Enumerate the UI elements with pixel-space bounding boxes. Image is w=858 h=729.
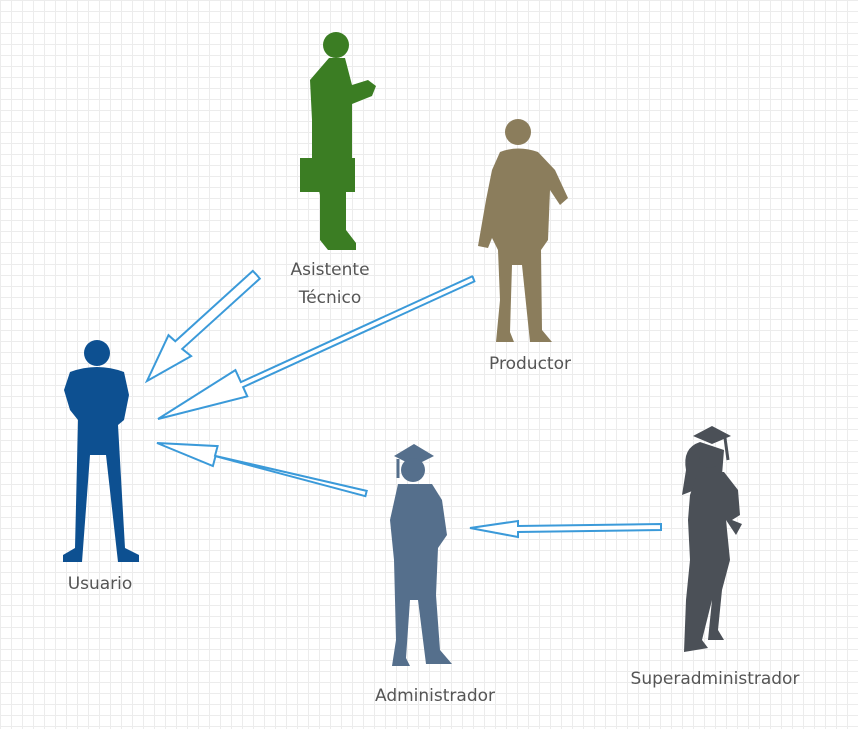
productor-figure[interactable] <box>478 119 568 342</box>
asistente-label-line1: Asistente <box>290 260 370 280</box>
arrow-administrador-to-usuario[interactable] <box>156 442 368 498</box>
arrow-superadministrador-to-administrador[interactable] <box>469 519 662 539</box>
administrador-label: Administrador <box>374 686 495 706</box>
usuario-label: Usuario <box>67 574 133 594</box>
superadministrador-figure[interactable] <box>682 426 742 652</box>
usuario-figure[interactable] <box>63 340 139 562</box>
generalization-arrows <box>144 269 662 539</box>
arrow-asistente-to-usuario[interactable] <box>144 269 262 384</box>
administrador-figure[interactable] <box>390 444 452 666</box>
superadministrador-label: Superadministrador <box>630 669 800 689</box>
asistente-tecnico-figure[interactable] <box>300 32 376 250</box>
asistente-tecnico-label: Asistente Técnico <box>250 256 410 312</box>
asistente-label-line2: Técnico <box>298 288 362 308</box>
arrow-productor-to-usuario[interactable] <box>157 275 476 420</box>
productor-label: Productor <box>489 354 571 374</box>
